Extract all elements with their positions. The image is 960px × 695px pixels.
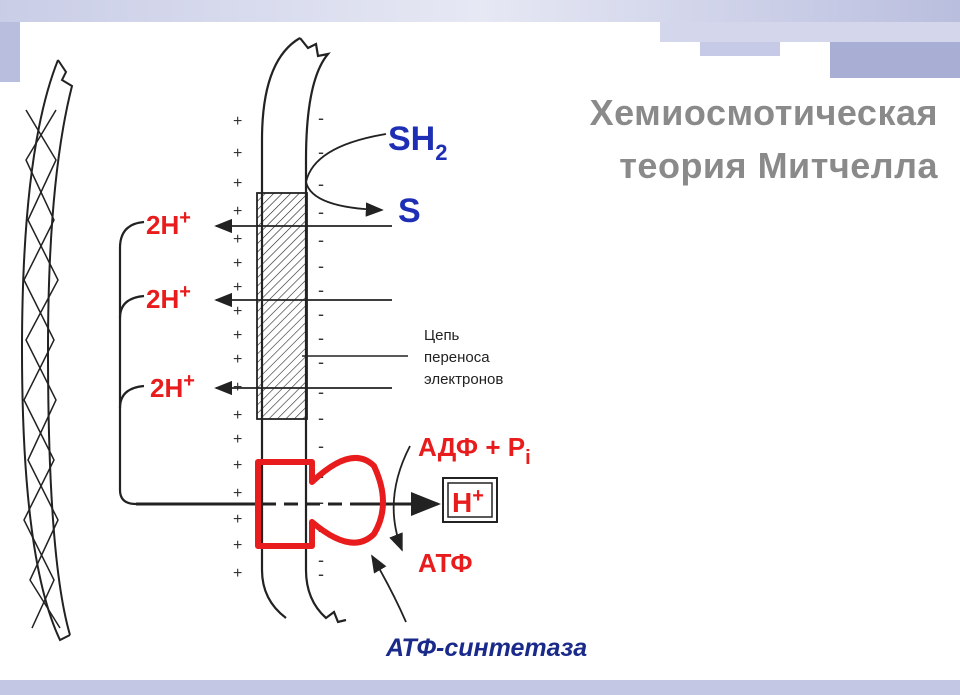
proton-label-1: 2H+ [146, 207, 191, 240]
negative-charge-mark: - [318, 142, 324, 162]
positive-charge-mark: + [233, 511, 242, 528]
positive-charge-mark: + [233, 327, 242, 344]
positive-charge-mark: + [233, 175, 242, 192]
positive-charges: ++++++++++++++++++ [233, 113, 242, 582]
negative-charge-mark: - [318, 408, 324, 428]
positive-charge-mark: + [233, 303, 242, 320]
chain-label-line-2: переноса [424, 349, 490, 366]
proton-label-3: 2H+ [150, 370, 195, 403]
phosphorylation-arrow [389, 445, 411, 552]
negative-charge-mark: - [318, 550, 324, 570]
positive-charge-mark: + [233, 279, 242, 296]
enzyme-label: АТФ-синтетаза [385, 634, 587, 662]
negative-charge-mark: - [318, 280, 324, 300]
enzyme-pointer-arrow [371, 554, 407, 623]
negative-charge-mark: - [318, 174, 324, 194]
inner-membrane [260, 37, 347, 624]
positive-charge-mark: + [233, 231, 242, 248]
reduced-substrate-label: SH2 [388, 120, 447, 165]
negative-charge-mark: - [318, 230, 324, 250]
title-line-2: теория Митчелла [619, 145, 938, 186]
top-banner [0, 0, 960, 82]
outer-membrane [20, 59, 74, 642]
chain-label-line-1: Цепь [424, 327, 460, 344]
oxidized-substrate-label: S [398, 192, 421, 230]
chain-label-line-3: электронов [424, 371, 503, 388]
negative-charge-mark: - [318, 304, 324, 324]
negative-charge-mark: - [318, 202, 324, 222]
negative-charge-mark: - [318, 328, 324, 348]
positive-charge-mark: + [233, 351, 242, 368]
proton-pump-arrows [214, 218, 408, 396]
positive-charge-mark: + [233, 457, 242, 474]
adp-label: АДФ + Pi [418, 432, 531, 469]
positive-charge-mark: + [233, 407, 242, 424]
boxed-proton-sup: + [472, 485, 484, 507]
bottom-banner [0, 680, 960, 695]
negative-charge-mark: - [318, 436, 324, 456]
boxed-proton-base: H [452, 487, 472, 518]
negative-charge-mark: - [318, 352, 324, 372]
positive-charge-mark: + [233, 565, 242, 582]
negative-charge-mark: - [318, 564, 324, 584]
proton-return-path [118, 220, 260, 506]
proton-label-2: 2H+ [146, 281, 191, 314]
positive-charge-mark: + [233, 537, 242, 554]
substrate-oxidation-arrow [305, 133, 387, 217]
positive-charge-mark: + [233, 485, 242, 502]
negative-charge-mark: - [318, 256, 324, 276]
atp-label: АТФ [418, 548, 473, 578]
negative-charges: ------------------ [318, 108, 324, 584]
positive-charge-mark: + [233, 255, 242, 272]
atp-synthase-shape [255, 455, 386, 549]
negative-charge-mark: - [318, 382, 324, 402]
electron-transport-chain [256, 192, 308, 420]
negative-charge-mark: - [318, 492, 324, 512]
svg-text:H+: H+ [452, 485, 484, 518]
positive-charge-mark: + [233, 145, 242, 162]
boxed-proton: H+ [442, 477, 498, 523]
positive-charge-mark: + [233, 113, 242, 130]
title-line-1: Хемиосмотическая [589, 92, 938, 133]
negative-charge-mark: - [318, 108, 324, 128]
positive-charge-mark: + [233, 203, 242, 220]
positive-charge-mark: + [233, 431, 242, 448]
